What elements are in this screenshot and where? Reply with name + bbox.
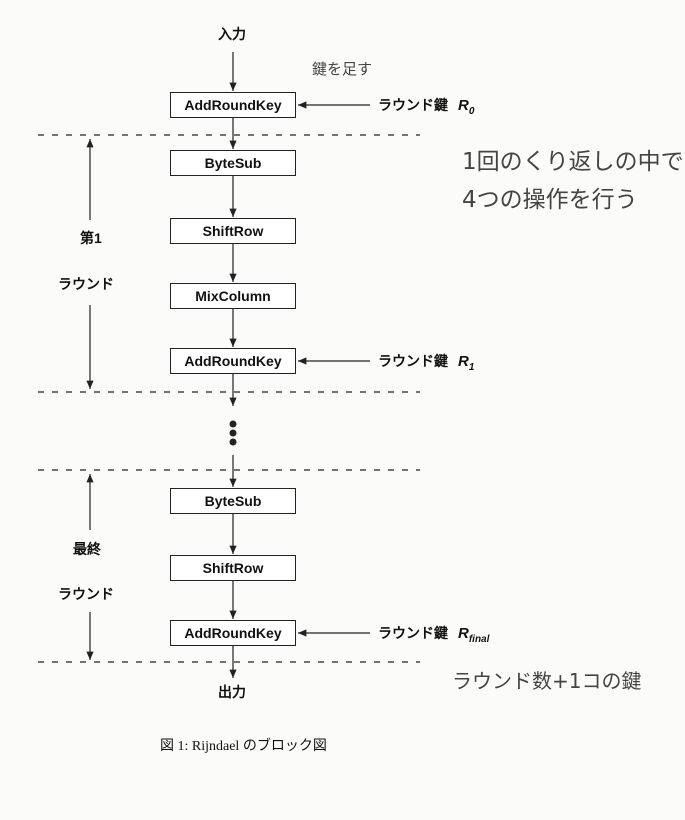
final-round-label: 最終 (73, 541, 101, 557)
ellipsis-dots (229, 420, 237, 446)
input-label: 入力 (218, 26, 246, 42)
add-round-key-initial: AddRoundKey (170, 92, 296, 118)
final-round-label-2: ラウンド (58, 586, 114, 602)
round1-label: 第1 (80, 230, 102, 246)
add-round-key-round1: AddRoundKey (170, 348, 296, 374)
output-label: 出力 (218, 684, 246, 700)
mix-column-round1: MixColumn (170, 283, 296, 309)
add-round-key-final: AddRoundKey (170, 620, 296, 646)
shift-row-final: ShiftRow (170, 555, 296, 581)
byte-sub-round1: ByteSub (170, 150, 296, 176)
handwritten-add-key: 鍵を足す (312, 60, 373, 78)
handwritten-note-1: 1回のくり返しの中で (462, 149, 684, 175)
handwritten-note-keys: ラウンド数+1コの鍵 (452, 669, 642, 693)
handwritten-note-2: 4つの操作を行う (462, 187, 638, 213)
shift-row-round1: ShiftRow (170, 218, 296, 244)
figure-caption: 図 1: Rijndael のブロック図 (160, 739, 327, 754)
byte-sub-final: ByteSub (170, 488, 296, 514)
round1-label-2: ラウンド (58, 276, 114, 292)
